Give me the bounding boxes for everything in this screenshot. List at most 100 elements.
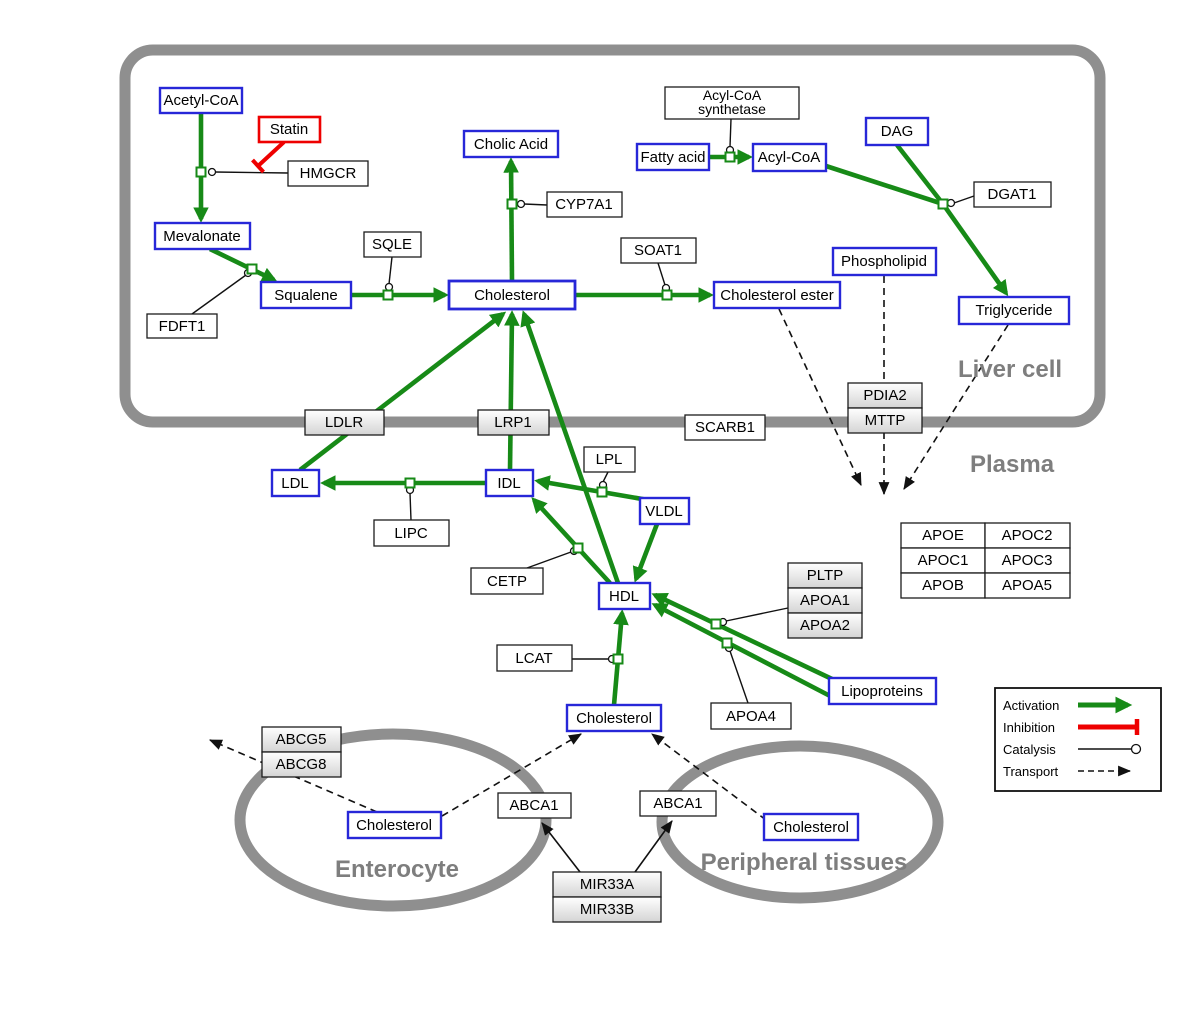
node-abcg8[interactable]: ABCG8: [261, 751, 342, 778]
node-dag[interactable]: DAG: [864, 116, 930, 147]
node-mir33a[interactable]: MIR33A: [552, 871, 662, 898]
acyl-coa-label: Acyl-CoA: [758, 149, 821, 166]
node-phospholipid[interactable]: Phospholipid: [831, 246, 938, 277]
node-fatty-acid[interactable]: Fatty acid: [635, 142, 711, 172]
catalysis-fdft1: [191, 274, 247, 315]
vldl-box: [638, 496, 691, 526]
node-hmgcr[interactable]: HMGCR: [287, 160, 369, 187]
node-abca1-enterocyte[interactable]: ABCA1: [497, 792, 572, 819]
vldl-label: VLDL: [645, 503, 683, 520]
idl-label: IDL: [497, 475, 520, 492]
activation-hdl-to-idl-via-cetp: [531, 497, 612, 585]
node-cetp[interactable]: CETP: [470, 567, 544, 595]
node-apoa2[interactable]: APOA2: [787, 612, 863, 639]
sqle-box: [363, 231, 422, 258]
node-cholesterol-enterocyte[interactable]: Cholesterol: [346, 810, 443, 840]
mir33a-label: MIR33A: [580, 876, 634, 893]
node-mttp[interactable]: MTTP: [847, 407, 923, 434]
cholesterol-peripheral-box: [762, 812, 860, 842]
node-lcat[interactable]: LCAT: [496, 644, 573, 672]
cetp-label: CETP: [487, 573, 527, 590]
squalene-label: Squalene: [274, 287, 337, 304]
hdl-box: [597, 581, 652, 611]
soat1-box: [620, 237, 697, 264]
activation-idl-to-cholesterol-via-lrp1: [504, 310, 520, 471]
node-ldlr[interactable]: LDLR: [304, 409, 385, 436]
cholesterol-enterocyte-label: Cholesterol: [356, 817, 432, 834]
node-cholesterol-plasma[interactable]: Cholesterol: [565, 703, 663, 733]
abcg8-label: ABCG8: [276, 756, 327, 773]
process-node-lcat: [612, 653, 624, 665]
node-soat1[interactable]: SOAT1: [620, 237, 697, 264]
ldl-box: [270, 468, 321, 498]
node-cholesterol-liver[interactable]: Cholesterol: [447, 279, 577, 311]
process-node-lpl: [596, 486, 608, 498]
liver-cell-label: Liver cell: [958, 356, 1062, 383]
apoc1-cell[interactable]: [900, 547, 986, 574]
node-lipoproteins[interactable]: Lipoproteins: [827, 676, 938, 706]
node-triglyceride[interactable]: Triglyceride: [957, 295, 1071, 326]
node-fdft1[interactable]: FDFT1: [146, 313, 218, 339]
apoc3-label: APOC3: [1002, 552, 1053, 569]
legend-catalysis-label: Catalysis: [1003, 742, 1056, 757]
node-acyl-coa-synthetase[interactable]: Acyl-CoA synthetase: [664, 86, 800, 120]
node-pltp[interactable]: PLTP: [787, 562, 863, 589]
activation-lipoproteins-to-hdl-upper: [651, 592, 833, 682]
node-hdl[interactable]: HDL: [597, 581, 652, 611]
process-node-sqle: [382, 289, 394, 301]
legend-inhibition-label: Inhibition: [1003, 720, 1055, 735]
node-lpl[interactable]: LPL: [583, 446, 636, 473]
node-mir33b[interactable]: MIR33B: [552, 896, 662, 923]
statin-label: Statin: [270, 121, 308, 138]
node-scarb1[interactable]: SCARB1: [684, 414, 766, 441]
node-cholesterol-peripheral[interactable]: Cholesterol: [762, 812, 860, 842]
dgat1-label: DGAT1: [988, 186, 1037, 203]
apoc2-cell[interactable]: [984, 522, 1071, 549]
node-apoa1[interactable]: APOA1: [787, 587, 863, 614]
node-abcg5[interactable]: ABCG5: [261, 726, 342, 753]
process-node-acylcoa-synthetase: [724, 151, 736, 163]
apoa1-box: [787, 587, 863, 614]
apoc3-cell[interactable]: [984, 547, 1071, 574]
node-lrp1[interactable]: LRP1: [477, 409, 550, 436]
catalysis-end-hmgcr: [207, 167, 217, 177]
activation-mevalonate-to-squalene: [208, 246, 278, 283]
node-acetyl-coa[interactable]: Acetyl-CoA: [158, 86, 244, 115]
node-statin[interactable]: Statin: [257, 115, 322, 144]
catalysis-lipc: [409, 492, 412, 521]
apoc2-label: APOC2: [1002, 527, 1053, 544]
ldl-label: LDL: [281, 475, 309, 492]
apoa5-cell[interactable]: [984, 572, 1071, 599]
soat1-label: SOAT1: [634, 242, 682, 259]
node-apoa4[interactable]: APOA4: [710, 702, 792, 730]
node-cyp7a1[interactable]: CYP7A1: [546, 191, 623, 218]
apob-cell[interactable]: [900, 572, 986, 599]
node-dgat1[interactable]: DGAT1: [973, 181, 1052, 208]
node-cholesterol-ester[interactable]: Cholesterol ester: [712, 280, 842, 310]
node-cholic-acid[interactable]: Cholic Acid: [462, 129, 560, 159]
node-lipc[interactable]: LIPC: [373, 519, 450, 547]
node-ldl[interactable]: LDL: [270, 468, 321, 498]
process-node-cyp7a1: [506, 198, 518, 210]
node-sqle[interactable]: SQLE: [363, 231, 422, 258]
hmgcr-box: [287, 160, 369, 187]
cholesterol-liver-box: [447, 279, 577, 311]
activation-lipoproteins-to-hdl-lower: [651, 602, 834, 700]
node-squalene[interactable]: Squalene: [259, 280, 353, 310]
abca1-peripheral-box: [639, 790, 717, 817]
catalysis-end-sqle: [384, 282, 394, 292]
node-acyl-coa[interactable]: Acyl-CoA: [751, 142, 828, 173]
transport-triglyceride-to-plasma: [903, 324, 1009, 490]
fdft1-box: [146, 313, 218, 339]
catalysis-apoa4: [729, 650, 749, 704]
node-idl[interactable]: IDL: [484, 468, 535, 498]
abcg5-label: ABCG5: [276, 731, 327, 748]
acetyl-coa-label: Acetyl-CoA: [163, 92, 238, 109]
node-vldl[interactable]: VLDL: [638, 496, 691, 526]
cholesterol-plasma-box: [565, 703, 663, 733]
ldlr-box: [304, 409, 385, 436]
fatty-acid-box: [635, 142, 711, 172]
node-mevalonate[interactable]: Mevalonate: [153, 221, 252, 251]
node-pdia2[interactable]: PDIA2: [847, 382, 923, 409]
node-abca1-peripheral[interactable]: ABCA1: [639, 790, 717, 817]
